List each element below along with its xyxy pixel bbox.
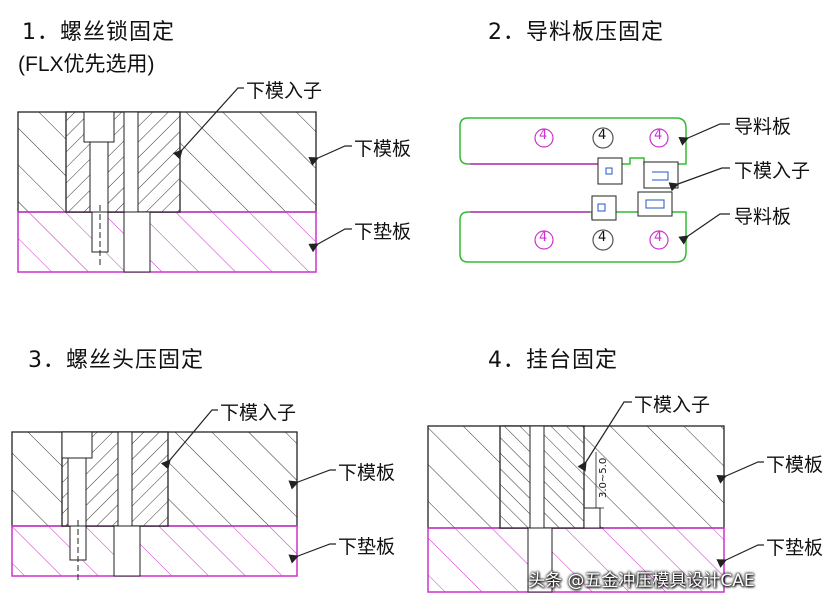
figure-4-title: 挂台固定: [526, 348, 619, 373]
fig4-dimension-label: 3.0~5.0: [598, 457, 609, 498]
fig2-insert-c: [591, 195, 617, 221]
fig2-insert-a: [597, 157, 623, 185]
fig2-label-guide-plate-top: 导料板: [734, 116, 792, 138]
fig2-insert-b: [643, 161, 679, 189]
fig2-hole-number: 4: [654, 128, 663, 143]
fig2-label-lower-die-insert: 下模入子: [734, 160, 811, 182]
figure-1-caption: 1．螺丝锁固定: [22, 14, 175, 46]
figure-3-caption: 3．螺丝头压固定: [28, 342, 204, 374]
fig3-lower-backing-plate: [11, 525, 298, 577]
fig2-insert-d: [637, 191, 673, 217]
figure-4-number: 4．: [488, 348, 526, 373]
fig4-shoulder: [583, 507, 601, 529]
figure-3-number: 3．: [28, 348, 66, 373]
fig1-lower-backing-plate: [17, 211, 317, 273]
fig1-label-lower-die-plate: 下模板: [354, 138, 412, 160]
figure-1-title: 螺丝锁固定: [60, 20, 176, 45]
figure-2-number: 2．: [488, 20, 526, 45]
fig4-label-lower-backing-plate: 下垫板: [766, 537, 824, 559]
fig4-label-lower-die-insert: 下模入子: [634, 394, 711, 416]
fig2-hole-number: 4: [654, 230, 663, 245]
fig1-screw: [83, 111, 115, 143]
fig2-hole-number: 4: [539, 230, 548, 245]
fig3-label-lower-die-insert: 下模入子: [220, 402, 297, 424]
fig4-label-lower-die-plate: 下模板: [766, 454, 824, 476]
figure-4-drawing: [427, 401, 764, 593]
fig2-guide-plate-upper: [459, 117, 687, 165]
fig3-screw: [61, 431, 93, 459]
figure-1-subtitle: (FLX优先选用): [18, 53, 155, 76]
fig2-hole-number: 4: [539, 128, 548, 143]
fig4-lower-backing-plate: [427, 527, 725, 593]
fig2-hole-number: 4: [598, 128, 607, 143]
figure-2-title: 导料板压固定: [526, 20, 665, 45]
figure-1-drawing: [17, 87, 352, 273]
figure-3-drawing: [11, 409, 336, 582]
fig3-label-lower-die-plate: 下模板: [338, 462, 396, 484]
fig2-hole-number: 4: [598, 230, 607, 245]
figure-3-title: 螺丝头压固定: [66, 348, 205, 373]
figure-2-drawing: [459, 117, 730, 263]
fig2-holes: [534, 127, 669, 251]
figure-2-caption: 2．导料板压固定: [488, 14, 664, 46]
figure-1-number: 1．: [22, 20, 60, 45]
figure-4-caption: 4．挂台固定: [488, 342, 618, 374]
watermark: 头条 @五金冲压模具设计CAE: [528, 571, 755, 591]
fig2-label-guide-plate-bottom: 导料板: [734, 206, 792, 228]
fig1-label-lower-die-insert: 下模入子: [246, 80, 323, 102]
fig2-guide-plate-lower: [459, 211, 687, 263]
fig3-label-lower-backing-plate: 下垫板: [338, 536, 396, 558]
fig1-label-lower-backing-plate: 下垫板: [354, 221, 412, 243]
